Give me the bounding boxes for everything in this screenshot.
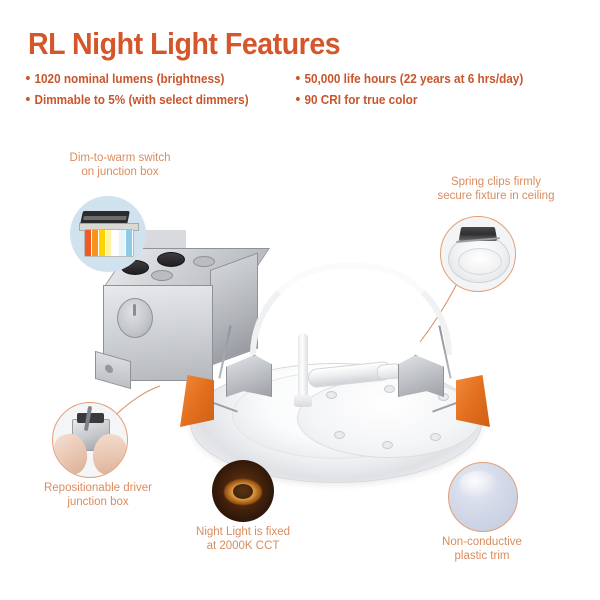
callout-line-1: Night Light is fixed [196, 526, 290, 538]
spring-clip-bracket-right [398, 355, 444, 397]
callout-line-1: Non-conductive [442, 536, 522, 548]
spring-clip-left [180, 375, 214, 427]
cct-color-scale [83, 229, 135, 258]
callout-line-2: plastic trim [454, 549, 510, 562]
bullet-column-left: 1020 nominal lumens (brightness) Dimmabl… [26, 72, 263, 114]
cct-segment [84, 230, 92, 257]
cct-segment [91, 230, 99, 257]
callout-line-2: at 2000K CCT [206, 539, 280, 552]
screw-hole [334, 431, 345, 439]
bullet-dot-icon [26, 97, 30, 101]
recessed-downlight-fixture [180, 263, 490, 485]
bullet-dot-icon [26, 76, 30, 80]
callout-label-plastic-trim: Non-conductive plastic trim [402, 536, 562, 563]
cct-segment [98, 230, 106, 257]
bullet-text: 90 CRI for true color [304, 93, 418, 107]
back-plate [297, 378, 481, 458]
bullet-column-right: 50,000 life hours (22 years at 6 hrs/day… [296, 72, 538, 114]
bullet-item: 1020 nominal lumens (brightness) [26, 72, 249, 86]
bullet-item: 50,000 life hours (22 years at 6 hrs/day… [296, 72, 523, 86]
inset-hands-holding-junction-box-photo [52, 402, 128, 478]
inset-plastic-trim-photo [448, 462, 518, 532]
callout-label-repositionable-driver: Repositionable driver junction box [8, 482, 188, 509]
bullet-dot-icon [296, 97, 300, 101]
screw-hole [384, 385, 395, 393]
spring-clip-bracket-left [226, 355, 272, 397]
inset-dip-switch-photo [70, 196, 146, 272]
screw-hole [326, 391, 337, 399]
page-title: RL Night Light Features [28, 26, 341, 61]
inset-night-light-glow-photo [212, 460, 274, 522]
callout-label-dim-to-warm: Dim-to-warm switch on junction box [40, 152, 200, 179]
callout-label-spring-clips: Spring clips firmly secure fixture in ce… [396, 176, 596, 203]
screw-hole [430, 433, 441, 441]
feature-bullets: 1020 nominal lumens (brightness) Dimmabl… [0, 72, 600, 124]
trim-highlight [458, 471, 498, 499]
night-light-core [233, 484, 253, 500]
bullet-dot-icon [296, 76, 300, 80]
knockout-hole [193, 256, 215, 267]
callout-line-2: junction box [67, 495, 129, 508]
cct-segment [112, 230, 120, 257]
callout-line-1: Dim-to-warm switch [69, 152, 171, 164]
knockout-cap-icon [157, 252, 185, 267]
spring-clip-right [456, 375, 490, 427]
cct-segment [105, 230, 113, 257]
bullet-text: 1020 nominal lumens (brightness) [34, 72, 225, 86]
product-diagram: Dim-to-warm switch on junction box Sprin… [0, 130, 600, 600]
conduit-stem [294, 333, 312, 407]
inset-spring-clip-photo [440, 216, 516, 292]
bullet-text: 50,000 life hours (22 years at 6 hrs/day… [304, 72, 524, 86]
callout-line-2: on junction box [81, 165, 159, 178]
junction-box-dial [117, 298, 153, 338]
cct-segment [119, 230, 127, 257]
screw-hole [382, 441, 393, 449]
callout-line-1: Repositionable driver [43, 482, 153, 494]
bullet-text: Dimmable to 5% (with select dimmers) [34, 93, 249, 107]
knockout-hole [151, 270, 173, 281]
cct-segment [126, 230, 134, 257]
bullet-item: 90 CRI for true color [296, 93, 523, 107]
bullet-item: Dimmable to 5% (with select dimmers) [26, 93, 249, 107]
callout-line-1: Spring clips firmly [450, 176, 542, 188]
callout-line-2: secure fixture in ceiling [437, 189, 555, 202]
callout-label-night-light: Night Light is fixed at 2000K CCT [163, 526, 323, 553]
